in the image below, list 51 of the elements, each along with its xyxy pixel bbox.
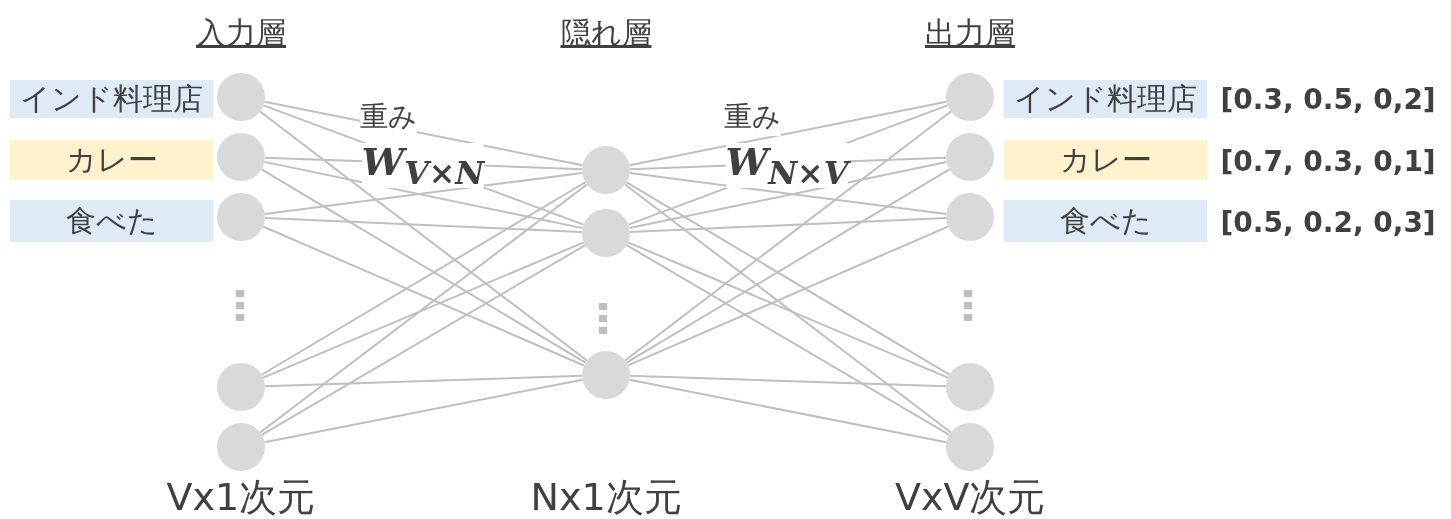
connection-line: [260, 244, 587, 436]
connection-line: [627, 241, 949, 379]
word-box: 食べた: [1004, 200, 1207, 242]
connection-line: [263, 172, 584, 215]
connection-line: [259, 183, 588, 434]
neuron-circle: [946, 73, 994, 121]
connection-line: [263, 160, 584, 230]
connection-line: [624, 183, 952, 434]
word-box: カレー: [10, 140, 213, 180]
weight-symbol: W$_{V×N}$: [361, 142, 485, 188]
connection-line: [628, 378, 948, 444]
weight-symbol: W$_{N×V}$: [725, 142, 849, 188]
connection-line: [628, 100, 948, 167]
connection-line: [628, 172, 948, 215]
dimension-label: Nx1次元: [530, 473, 682, 519]
neuron-circle: [946, 423, 994, 471]
vector-value: [0.3, 0.5, 0,2]: [1220, 82, 1436, 116]
word-box: インド料理店: [1004, 80, 1207, 118]
connection-line: [264, 217, 583, 233]
neuron-circle: [946, 193, 994, 241]
neuron-circle: [217, 73, 265, 121]
vector-value: [0.5, 0.2, 0,3]: [1220, 205, 1436, 239]
connection-line: [627, 225, 949, 367]
connection-line: [629, 217, 947, 233]
connection-line: [629, 374, 947, 388]
vector-value: [0.7, 0.3, 0,1]: [1220, 144, 1436, 178]
connection-line: [628, 160, 948, 230]
neuron-circle: [217, 363, 265, 411]
neuron-circle: [946, 133, 994, 181]
neuron-circle: [217, 193, 265, 241]
word-box: カレー: [1004, 140, 1207, 180]
neuron-circle: [582, 351, 630, 399]
layer-title: 隠れ層: [560, 13, 652, 52]
word-box: 食べた: [10, 200, 213, 242]
layer-title: 入力層: [196, 13, 286, 52]
neuron-circle: [217, 423, 265, 471]
neuron-circle: [582, 146, 630, 194]
dimension-label: Vx1次元: [166, 473, 316, 519]
dimension-label: VxV次元: [895, 473, 1046, 519]
neuron-circle: [217, 133, 265, 181]
layer-title: 出力層: [925, 13, 1015, 52]
connection-line: [263, 378, 584, 444]
neuron-circle: [946, 363, 994, 411]
connection-line: [262, 225, 585, 367]
connection-line: [259, 110, 588, 362]
connection-line: [262, 241, 585, 379]
connection-line: [264, 374, 583, 388]
neuron-circle: [582, 209, 630, 257]
word-box: インド料理店: [10, 80, 213, 118]
connection-line: [624, 110, 952, 362]
connection-line: [625, 244, 951, 436]
